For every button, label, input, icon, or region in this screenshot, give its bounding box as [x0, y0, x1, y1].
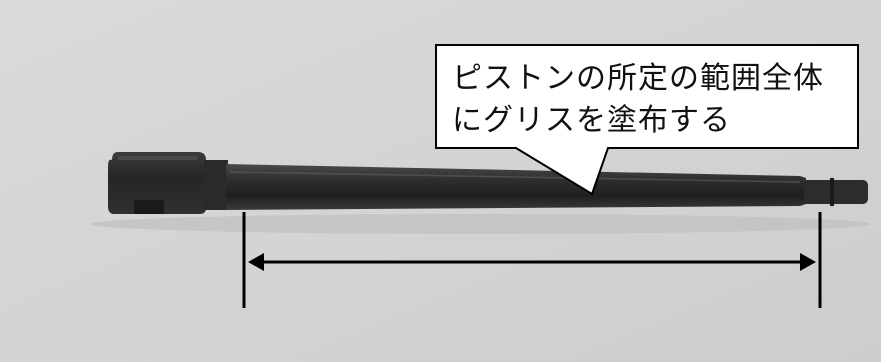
grease-range-marker [242, 212, 822, 308]
range-arrow-left-head-icon [248, 253, 264, 271]
piston-head [108, 152, 206, 214]
callout-bubble[interactable] [435, 44, 859, 196]
piston [108, 152, 868, 214]
piston-collar-notch [134, 200, 164, 214]
piston-head-highlight [118, 156, 198, 160]
piston-tip-step [830, 178, 834, 206]
piston-rod-sheen [229, 171, 801, 183]
piston-tip [804, 180, 868, 204]
callout-text-line-2: にグリスを塗布する [452, 103, 731, 138]
piston-collar [204, 160, 228, 210]
piston-rod [226, 164, 806, 210]
piston-shadow [90, 214, 870, 234]
range-arrow-right-head-icon [800, 253, 816, 271]
callout-text-line-1: ピストンの所定の範囲全体 [452, 61, 824, 96]
